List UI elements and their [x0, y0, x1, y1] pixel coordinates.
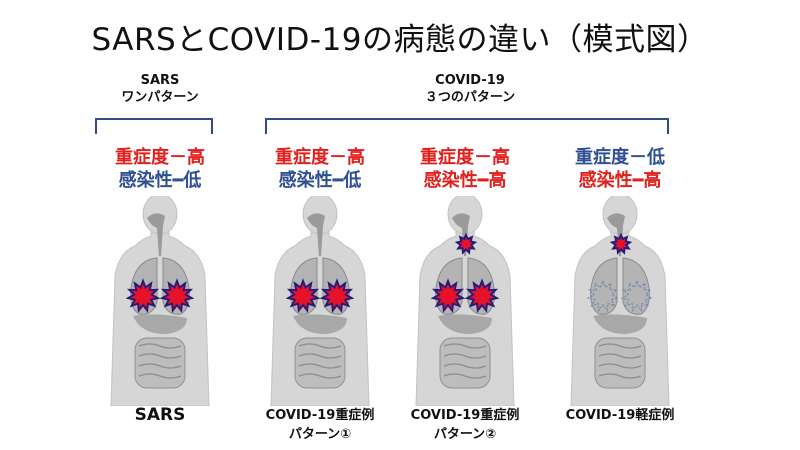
infectivity-label: 感染性━低: [118, 170, 202, 191]
lung-infection-burst: [125, 278, 161, 313]
throat-infection-burst: [454, 232, 478, 255]
caption-covid-severe-2: COVID-19重症例 パターン②: [390, 406, 540, 444]
intestines: [594, 337, 646, 389]
right-lung: [622, 257, 650, 315]
body-figure-sars: [110, 196, 210, 406]
covid-bracket: [265, 118, 669, 134]
severity-label: 重症度－低: [575, 147, 665, 168]
caption-line-2: パターン②: [433, 427, 497, 442]
sars-group-subtitle: ワンパターン: [121, 90, 199, 105]
covid-group-name: COVID-19: [435, 73, 505, 88]
intestine-coil: [598, 353, 642, 359]
panel-covid-severe-2: 重症度－高 感染性━高: [400, 146, 530, 192]
severity-label: 重症度－高: [275, 147, 365, 168]
caption-line-1: COVID-19重症例: [265, 408, 375, 423]
lung-infection-burst: [430, 278, 466, 313]
body-figure-covid-mild: [570, 196, 670, 406]
abdominal-organs: [293, 314, 347, 334]
caption-line-2: パターン①: [288, 427, 352, 442]
intestine-coil: [598, 343, 642, 349]
throat-infection-burst: [609, 232, 633, 255]
caption-line-1: COVID-19重症例: [410, 408, 520, 423]
lung-mild-infection-burst: [586, 279, 620, 312]
intestine-coil: [443, 363, 487, 369]
caption-line-1: SARS: [134, 405, 186, 425]
infectivity-label: 感染性━高: [578, 170, 662, 191]
intestine-coil: [138, 343, 182, 349]
severity-label: 重症度－高: [115, 147, 205, 168]
sars-bracket: [95, 118, 213, 134]
sars-group-label: SARS ワンパターン: [95, 72, 225, 106]
lung-infection-burst: [285, 278, 321, 313]
abdominal-organs: [438, 314, 492, 334]
covid-group-subtitle: ３つのパターン: [424, 90, 516, 105]
intestine-coil: [443, 373, 487, 379]
intestine-coil: [298, 343, 342, 349]
panel-covid-severe-1: 重症度－高 感染性━低: [255, 146, 385, 192]
intestine-coil: [138, 363, 182, 369]
caption-covid-severe-1: COVID-19重症例 パターン①: [245, 406, 395, 444]
caption-line-1: COVID-19軽症例: [565, 408, 675, 423]
airway: [307, 213, 325, 256]
infectivity-label: 感染性━低: [278, 170, 362, 191]
intestine-coil: [443, 353, 487, 359]
sars-group-name: SARS: [140, 73, 180, 88]
intestine-coil: [298, 363, 342, 369]
intestines: [439, 337, 491, 389]
intestines: [294, 337, 346, 389]
covid-group-label: COVID-19 ３つのパターン: [380, 72, 560, 106]
intestine-coil: [598, 373, 642, 379]
abdominal-organs: [593, 314, 647, 334]
lung-mild-infection-burst: [620, 279, 654, 312]
panel-sars: 重症度－高 感染性━低: [95, 146, 225, 192]
caption-sars: SARS: [85, 406, 235, 425]
body-figure-covid-severe-1: [270, 196, 370, 406]
severity-label: 重症度－高: [420, 147, 510, 168]
intestine-coil: [298, 373, 342, 379]
airway: [147, 213, 165, 256]
intestine-coil: [138, 353, 182, 359]
lung-infection-burst: [464, 278, 500, 313]
infectivity-label: 感染性━高: [423, 170, 507, 191]
intestine-coil: [598, 363, 642, 369]
intestine-coil: [138, 373, 182, 379]
lung-infection-burst: [319, 278, 355, 313]
abdominal-organs: [133, 314, 187, 334]
page-title: SARSとCOVID-19の病態の違い（模式図）: [91, 22, 709, 58]
panel-covid-mild: 重症度－低 感染性━高: [555, 146, 685, 192]
intestines: [134, 337, 186, 389]
lung-infection-burst: [159, 278, 195, 313]
caption-covid-mild: COVID-19軽症例: [545, 406, 695, 425]
intestine-coil: [298, 353, 342, 359]
intestine-coil: [443, 343, 487, 349]
body-figure-covid-severe-2: [415, 196, 515, 406]
